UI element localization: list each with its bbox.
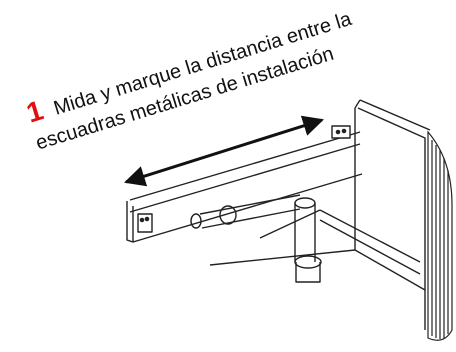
measurement-arrow — [123, 115, 325, 187]
side-panel-roll — [427, 130, 453, 341]
cabinet-drawing — [126, 99, 431, 330]
instruction-caption: 1 Mida y marque la distancia entre la es… — [23, 8, 355, 155]
step-number: 1 — [23, 94, 47, 128]
